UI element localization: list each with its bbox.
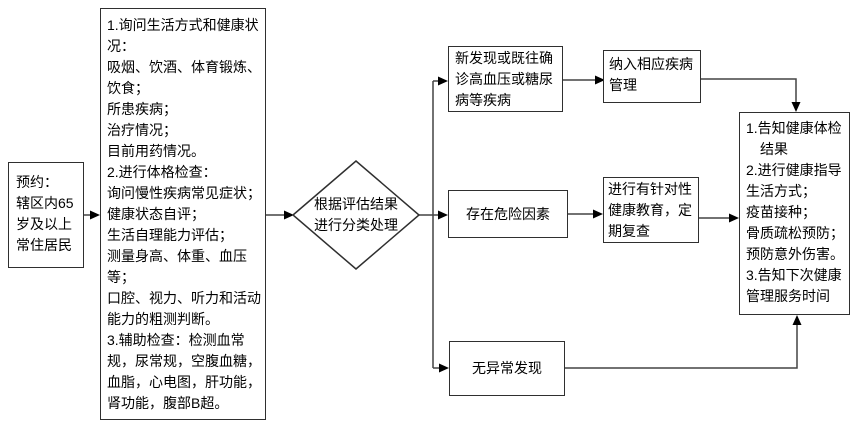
text-line: 1.告知健康体检 — [746, 120, 842, 136]
text-line: 进行分类处理 — [314, 217, 398, 233]
text-line: 健康状态自评； — [107, 206, 205, 222]
text-line: 预防意外伤害。 — [746, 246, 844, 262]
text-line: 1.询问生活方式和健康状况： — [107, 17, 259, 54]
arrowhead-into-management — [595, 75, 605, 85]
text-line: 管理服务时间 — [746, 288, 830, 304]
arrowheads — [90, 75, 802, 373]
text-line: 2.进行健康指导 — [746, 162, 842, 178]
connector-management-to-result — [701, 78, 797, 104]
text-line: 常住居民 — [16, 237, 72, 253]
text-line: 生活自理能力评估； — [107, 227, 233, 243]
text-line: 结果 — [746, 141, 788, 157]
text-line: 询问慢性疾病常见症状； — [107, 185, 261, 201]
text-line: 生活方式； — [746, 183, 816, 199]
arrowhead-into-disease — [438, 76, 448, 86]
connector-lines — [84, 78, 798, 369]
disease-management-box: 纳入相应疾病管理 — [603, 50, 701, 103]
arrowhead-into-result-left — [729, 213, 739, 223]
text-line: 测量身高、体重、血压等； — [107, 248, 247, 285]
text-line: 3.告知下次健康 — [746, 267, 842, 283]
arrowhead-into-normal — [439, 363, 449, 373]
start-box: 预约： 辖区内65 岁及以上常住居民 — [8, 162, 84, 268]
text-line: 预约： — [16, 174, 58, 190]
connector-normal-to-result — [565, 323, 798, 369]
arrowhead-into-decision — [284, 210, 294, 220]
text-line: 治疗情况； — [107, 122, 177, 138]
text-line: 根据评估结果 — [314, 196, 398, 212]
text-line: 疫苗接种； — [746, 204, 816, 220]
arrowhead-into-result-bottom — [792, 315, 802, 325]
text-line: 目前用药情况。 — [107, 143, 205, 159]
branch-disease-box: 新发现或既往确诊高血压或糖尿病等疾病 — [448, 46, 563, 112]
text-line: 所患疾病； — [107, 101, 177, 117]
disease-management-text: 纳入相应疾病管理 — [609, 56, 693, 93]
arrowhead-into-risk — [438, 210, 448, 220]
assessment-text: 1.询问生活方式和健康状况： 吸烟、饮酒、体育锻炼、饮食； 所患疾病； 治疗情况； 目前… — [107, 15, 261, 414]
decision-diamond-label: 根据评估结果进行分类处理 — [293, 161, 419, 269]
arrowhead-into-assessment — [90, 210, 100, 220]
branch-disease-text: 新发现或既往确诊高血压或糖尿病等疾病 — [455, 49, 553, 108]
branch-risk-text: 存在危险因素 — [466, 205, 550, 222]
arrowhead-into-education — [593, 209, 603, 219]
branch-risk-box: 存在危险因素 — [448, 190, 568, 238]
arrowhead-into-result-top — [791, 102, 801, 112]
text-line: 骨质疏松预防； — [746, 225, 844, 241]
text-line: 口腔、视力、听力和活动能力的粗测判断。 — [107, 290, 261, 327]
health-education-box: 进行有针对性健康教育，定期复查 — [603, 177, 699, 243]
decision-diamond-shape — [291, 160, 421, 270]
health-education-text: 进行有针对性健康教育，定期复查 — [608, 180, 692, 239]
text-line: 辖区内65 — [16, 195, 74, 211]
text-line: 2.进行体格检查： — [107, 164, 217, 180]
text-line: 吸烟、饮酒、体育锻炼、饮食； — [107, 59, 261, 96]
branch-normal-text: 无异常发现 — [472, 360, 542, 376]
result-box: 1.告知健康体检 结果 2.进行健康指导生活方式； 疫苗接种； 骨质疏松预防； 预防意外… — [739, 112, 850, 315]
text-line: 岁及以上 — [16, 216, 72, 232]
text-line: 3.辅助检查：检测血常规，尿常规，空腹血糖，血脂，心电图，肝功能，肾功能，腹部B… — [107, 332, 261, 411]
assessment-box: 1.询问生活方式和健康状况： 吸烟、饮酒、体育锻炼、饮食； 所患疾病； 治疗情况； 目前… — [100, 8, 266, 420]
branch-normal-box: 无异常发现 — [449, 341, 565, 396]
